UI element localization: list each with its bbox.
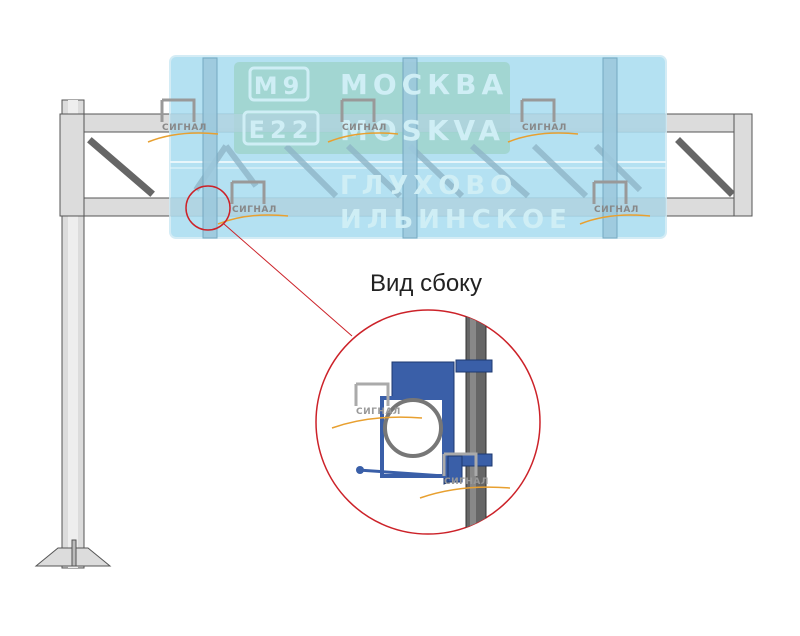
side-view-caption: Вид сбоку	[370, 270, 482, 297]
svg-text:СИГНАЛ: СИГНАЛ	[444, 477, 489, 487]
watermark-logo: СИГНАЛ	[419, 452, 511, 499]
watermark-logo: СИГНАЛ	[147, 98, 219, 143]
sign-truss-chords	[170, 114, 666, 216]
sign-line-2: MOSKVA	[340, 114, 505, 147]
watermark-logo: СИГНАЛ	[331, 382, 423, 429]
watermark-logo: СИГНАЛ	[579, 180, 651, 225]
watermark-logo: СИГНАЛ	[327, 98, 399, 143]
sign-line-3: ГЛУХОВО	[340, 171, 517, 201]
watermark-logo: СИГНАЛ	[507, 98, 579, 143]
svg-text:СИГНАЛ: СИГНАЛ	[594, 205, 639, 215]
truss-diagonals	[87, 137, 735, 197]
support-post	[34, 99, 112, 569]
sign-line-4: ИЛЬИНСКОЕ	[340, 205, 572, 235]
svg-text:СИГНАЛ: СИГНАЛ	[232, 205, 277, 215]
side-view-detail: СИГНАЛ СИГНАЛ	[315, 309, 541, 535]
sign-text-group: M9 МОСКВА E22 MOSKVA ГЛУХОВО ИЛЬИНСКОЕ	[242, 66, 572, 235]
svg-text:СИГНАЛ: СИГНАЛ	[356, 407, 401, 417]
detail-callout	[185, 185, 353, 337]
svg-text:СИГНАЛ: СИГНАЛ	[342, 123, 387, 133]
watermark-logo: СИГНАЛ	[217, 180, 289, 225]
sign-line-1: МОСКВА	[340, 68, 508, 101]
watermark-logo-group: СИГНАЛ СИГНАЛ СИГНАЛ СИГНАЛ СИГНАЛ	[147, 98, 651, 225]
svg-text:СИГНАЛ: СИГНАЛ	[162, 123, 207, 133]
sign-mount-posts	[202, 57, 618, 239]
route-badge-1: M9	[254, 72, 305, 100]
route-badge-2: E22	[249, 116, 314, 144]
svg-text:СИГНАЛ: СИГНАЛ	[522, 123, 567, 133]
